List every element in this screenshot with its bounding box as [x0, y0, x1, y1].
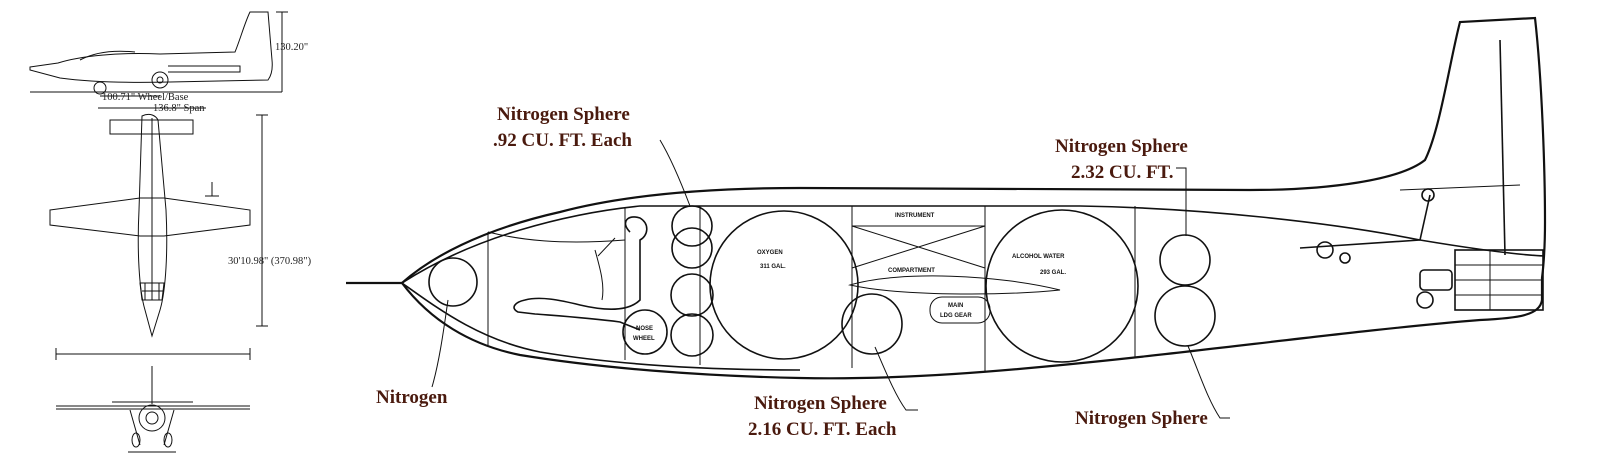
- nitrogen-nose-label: Nitrogen: [376, 387, 448, 408]
- nitrogen-sphere-216-title: Nitrogen Sphere: [754, 393, 887, 414]
- nitrogen-sphere-aft-label: Nitrogen Sphere: [1075, 408, 1208, 429]
- fuselage-outline: [346, 16, 1547, 380]
- span-dimension: 136.8" Span: [153, 103, 205, 114]
- wheelbase-dimension: 100.71" Wheel/Base: [102, 92, 189, 103]
- nitrogen-sphere-092-title: Nitrogen Sphere: [497, 104, 630, 125]
- alcohol-water-tank: [985, 209, 1139, 363]
- nose-wheel-label-1: NOSE: [636, 326, 653, 332]
- compartment-label: COMPARTMENT: [888, 268, 935, 274]
- sphere-232: [1159, 234, 1211, 286]
- length-dimension: 30'10.98" (370.98"): [228, 256, 312, 267]
- leader-lines: [431, 139, 1230, 419]
- nose-wheel-label-2: WHEEL: [633, 336, 655, 342]
- nose-nitrogen-sphere: [428, 257, 478, 307]
- internal-labels: OXYGEN 311 GAL. INSTRUMENT COMPARTMENT A…: [633, 213, 1066, 342]
- nitrogen-sphere-216-size: 2.16 CU. FT. Each: [748, 419, 897, 440]
- oxygen-label: OXYGEN: [757, 250, 783, 256]
- nitrogen-sphere-232-size: 2.32 CU. FT.: [1071, 162, 1174, 183]
- main-gear-label-1: MAIN: [948, 303, 963, 309]
- sphere-092-d: [670, 313, 714, 357]
- alcohol-label: ALCOHOL WATER: [1012, 254, 1065, 260]
- main-gear-box: [929, 296, 991, 324]
- alcohol-capacity: 293 GAL.: [1040, 270, 1066, 276]
- side-view: 130.20" 100.71" Wheel/Base: [29, 11, 308, 103]
- sphere-092-c: [670, 273, 714, 317]
- oxygen-tank: [709, 210, 859, 360]
- engine-section: [1299, 184, 1544, 311]
- sphere-216: [841, 293, 903, 355]
- main-gear-label-2: LDG GEAR: [940, 313, 972, 319]
- sphere-092-b: [671, 227, 713, 269]
- top-view: 136.8" Span 30'10.98" (370.98"): [49, 103, 312, 338]
- bulkheads: [487, 206, 1136, 372]
- tanks: [428, 205, 1216, 363]
- nitrogen-sphere-232-title: Nitrogen Sphere: [1055, 136, 1188, 157]
- front-view: [55, 348, 251, 453]
- height-dimension: 130.20": [275, 42, 308, 53]
- callouts: Nitrogen Nitrogen Sphere .92 CU. FT. Eac…: [376, 104, 1208, 440]
- pilot: [513, 216, 648, 331]
- instrument-label: INSTRUMENT: [895, 213, 935, 219]
- sphere-aft: [1154, 285, 1216, 347]
- nitrogen-sphere-092-size: .92 CU. FT. Each: [493, 130, 632, 151]
- sphere-092-a: [671, 205, 713, 247]
- nose-wheel: [622, 309, 668, 355]
- oxygen-capacity: 311 GAL.: [760, 264, 786, 270]
